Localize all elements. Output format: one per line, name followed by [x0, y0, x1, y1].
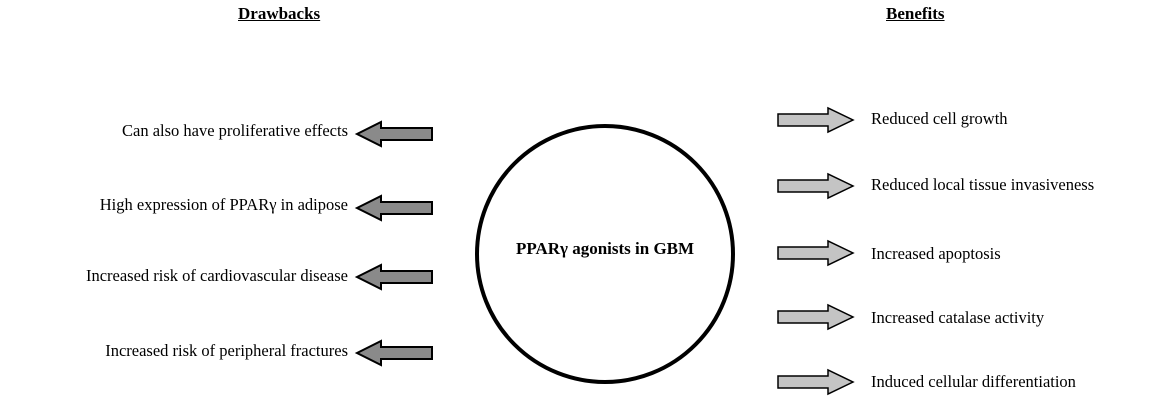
- benefit-item-3: Increased apoptosis: [871, 244, 1001, 263]
- drawback-item-4: Increased risk of peripheral fractures: [105, 341, 348, 360]
- right-arrow-icon: [777, 239, 855, 267]
- center-circle: [475, 124, 735, 384]
- left-arrow-icon: [354, 263, 433, 291]
- left-arrow-icon: [354, 339, 433, 367]
- drawback-item-3: Increased risk of cardiovascular disease: [85, 266, 348, 285]
- left-arrow-icon: [354, 120, 433, 148]
- benefit-item-1: Reduced cell growth: [871, 109, 1008, 128]
- benefit-item-4: Increased catalase activity: [871, 308, 1045, 327]
- center-label: PPARγ agonists in GBM: [515, 239, 695, 258]
- benefit-item-2: Reduced local tissue invasiveness: [871, 175, 1095, 194]
- benefits-heading: Benefits: [886, 4, 945, 23]
- left-arrow-icon: [354, 194, 433, 222]
- right-arrow-icon: [777, 368, 855, 396]
- drawbacks-heading: Drawbacks: [238, 4, 321, 23]
- drawback-item-1: Can also have proliferative effects: [121, 121, 348, 140]
- drawback-item-2: High expression of PPARγ in adipose: [99, 195, 348, 214]
- benefit-item-5: Induced cellular differentiation: [871, 372, 1076, 391]
- right-arrow-icon: [777, 172, 855, 200]
- right-arrow-icon: [777, 106, 855, 134]
- right-arrow-icon: [777, 303, 855, 331]
